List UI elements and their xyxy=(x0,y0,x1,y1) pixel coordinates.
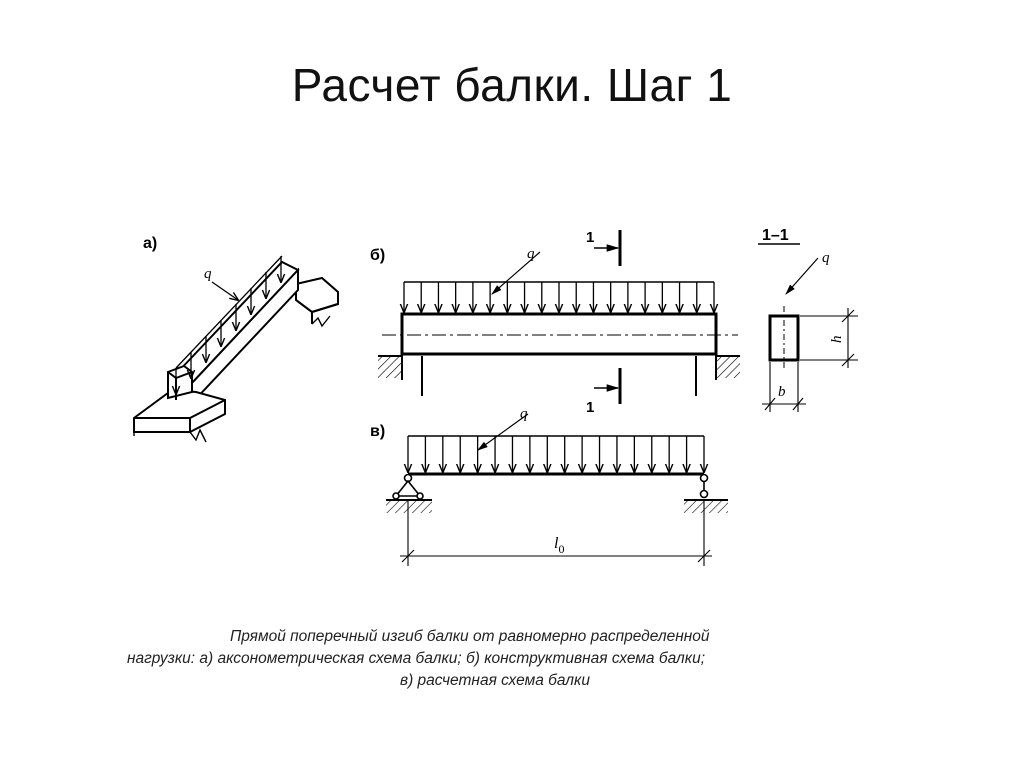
wall-right xyxy=(695,355,740,396)
pinned-support-left xyxy=(386,473,432,513)
distributed-load-b xyxy=(404,251,714,312)
dim-h xyxy=(800,308,858,368)
load-q-label-c: q xyxy=(520,406,528,422)
cross-section-1-1: 1–1 q h b xyxy=(758,227,858,412)
span-dimension xyxy=(400,500,712,566)
load-q-label-b: q xyxy=(527,246,535,262)
cut-label-top: 1 xyxy=(586,229,594,246)
panel-b-structural: б) q 1 1 xyxy=(370,229,740,416)
load-arrows-a xyxy=(176,255,282,394)
panel-a-axonometric: а) xyxy=(133,235,339,443)
load-q-label-a: q xyxy=(204,266,212,282)
wall-left xyxy=(378,355,423,396)
right-support-block xyxy=(295,276,339,328)
panel-a-label: а) xyxy=(143,235,157,252)
caption-line-1: Прямой поперечный изгиб балки от равноме… xyxy=(230,628,710,645)
panel-b-label: б) xyxy=(370,247,385,264)
distributed-load-c xyxy=(408,413,704,472)
beam-body xyxy=(174,260,300,406)
cut-label-bottom: 1 xyxy=(586,399,594,416)
roller-support-right xyxy=(684,473,728,513)
height-label: h xyxy=(829,336,845,344)
section-cut-bottom xyxy=(594,368,622,404)
dim-b xyxy=(762,362,806,412)
panel-c-label: в) xyxy=(370,423,385,440)
section-label: 1–1 xyxy=(762,227,789,244)
slide-title: Расчет балки. Шаг 1 xyxy=(291,59,733,111)
caption-line-2: нагрузки: а) аксонометрическая схема бал… xyxy=(127,650,706,667)
beam-rect-b xyxy=(400,312,718,356)
span-label: l0 xyxy=(554,535,564,556)
section-cut-top xyxy=(594,230,622,266)
left-support-block xyxy=(133,364,226,443)
caption-line-3: в) расчетная схема балки xyxy=(400,672,590,689)
load-q-label-section: q xyxy=(822,250,830,266)
panel-c-design: в) q xyxy=(370,406,728,566)
figure-caption: Прямой поперечный изгиб балки от равноме… xyxy=(120,626,880,692)
width-label: b xyxy=(778,384,786,400)
